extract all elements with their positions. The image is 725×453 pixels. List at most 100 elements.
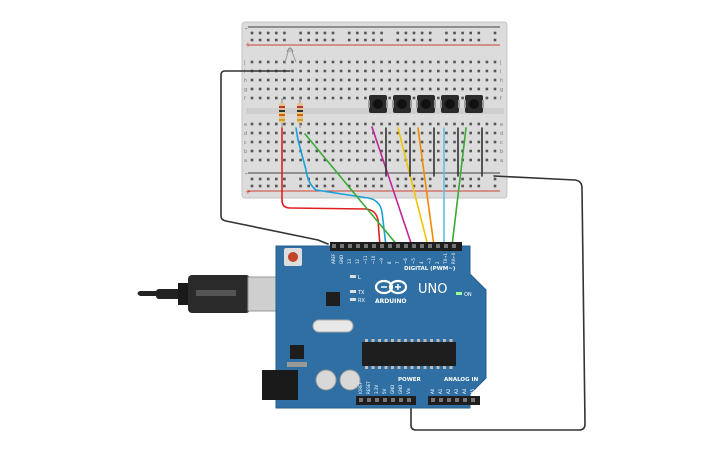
bottom-headers[interactable] [359, 398, 475, 402]
hole [461, 122, 464, 126]
digital-pin[interactable] [364, 244, 368, 248]
usb-cable[interactable] [137, 275, 291, 313]
rail-hole [380, 177, 383, 181]
hole [299, 140, 302, 144]
hole [372, 60, 375, 64]
wire-black-gnd-right[interactable] [410, 175, 586, 431]
digital-pin-label: RX←0 [451, 252, 456, 264]
hole [315, 122, 319, 126]
power-pin-label: 3.3V [374, 385, 379, 394]
hole [331, 131, 335, 135]
row-letter: i [500, 69, 501, 75]
digital-label: DIGITAL (PWM~) [404, 266, 456, 272]
wire-red[interactable] [281, 127, 381, 247]
power-pin[interactable] [391, 398, 395, 402]
rail-hole [396, 38, 400, 42]
row-letter: c [244, 140, 247, 146]
rail-hole [299, 31, 302, 35]
rail-hole [364, 31, 367, 35]
digital-pin[interactable] [404, 244, 408, 248]
analog-pin[interactable] [447, 398, 451, 402]
wire-green-2[interactable] [451, 127, 467, 247]
wire-blue[interactable] [295, 127, 387, 247]
rail-hole [283, 184, 286, 188]
power-pin[interactable] [399, 398, 403, 402]
capacitor-1 [315, 369, 337, 391]
rail-hole [323, 177, 327, 181]
rail-hole [428, 31, 432, 35]
digital-pin[interactable] [380, 244, 384, 248]
hole [347, 131, 351, 135]
digital-pin[interactable] [396, 244, 400, 248]
analog-pin[interactable] [439, 398, 443, 402]
digital-pin[interactable] [428, 244, 432, 248]
analog-pin[interactable] [463, 398, 467, 402]
hole [469, 140, 472, 144]
wire-orange[interactable] [417, 127, 435, 247]
hole [364, 78, 367, 82]
hole [388, 60, 391, 64]
rail-hole [364, 184, 367, 188]
led[interactable] [284, 47, 297, 63]
push-button-cap[interactable] [469, 99, 479, 109]
hole [283, 122, 286, 126]
digital-pin[interactable] [332, 244, 336, 248]
power-pin[interactable] [367, 398, 371, 402]
chip-pin [365, 366, 368, 369]
row-letter: g [500, 87, 503, 93]
hole [266, 131, 270, 135]
resistor-2[interactable] [297, 98, 303, 128]
analog-pin[interactable] [431, 398, 435, 402]
digital-pin[interactable] [444, 244, 448, 248]
analog-pin[interactable] [471, 398, 475, 402]
hole [283, 87, 286, 91]
push-button-cap[interactable] [397, 99, 407, 109]
power-pin[interactable] [375, 398, 379, 402]
rail-hole [477, 177, 481, 181]
wire-magenta[interactable] [371, 126, 413, 247]
hole [437, 122, 440, 126]
hole [291, 60, 294, 64]
button-leg [434, 100, 436, 108]
wire-black-gnd-left[interactable] [220, 70, 329, 245]
chip-pin [378, 366, 381, 369]
wire-green-1[interactable] [304, 133, 399, 247]
power-jack[interactable] [262, 370, 298, 400]
resistor-1[interactable] [279, 98, 285, 128]
digital-header[interactable] [332, 244, 456, 248]
digital-pin[interactable] [388, 244, 392, 248]
hole [323, 87, 327, 91]
digital-pin[interactable] [420, 244, 424, 248]
rail-hole [445, 38, 448, 42]
analog-pin[interactable] [455, 398, 459, 402]
hole [258, 78, 262, 82]
digital-pin[interactable] [356, 244, 360, 248]
digital-pin[interactable] [372, 244, 376, 248]
hole [331, 96, 335, 100]
power-pin[interactable] [407, 398, 411, 402]
hole [437, 60, 440, 64]
arduino-uno-board[interactable]: TX RX L ON ARDUINO UNO DIGITAL (PWM~) PO… [262, 242, 487, 409]
push-buttons[interactable] [368, 95, 484, 113]
reset-button-cap[interactable] [288, 252, 298, 262]
rail-hole [412, 184, 416, 188]
power-label: POWER [398, 377, 422, 383]
power-pin[interactable] [383, 398, 387, 402]
digital-pin[interactable] [436, 244, 440, 248]
digital-pin[interactable] [340, 244, 344, 248]
digital-pin[interactable] [452, 244, 456, 248]
wire-yellow[interactable] [397, 127, 429, 247]
push-button-cap[interactable] [445, 99, 455, 109]
hole [485, 158, 489, 162]
hole [437, 87, 440, 91]
power-pin[interactable] [359, 398, 363, 402]
push-button-cap[interactable] [373, 99, 383, 109]
hole [331, 78, 335, 82]
hole [299, 96, 302, 100]
push-button-cap[interactable] [421, 99, 431, 109]
digital-pin[interactable] [412, 244, 416, 248]
hole [372, 78, 375, 82]
hole [275, 149, 278, 153]
digital-pin[interactable] [348, 244, 352, 248]
